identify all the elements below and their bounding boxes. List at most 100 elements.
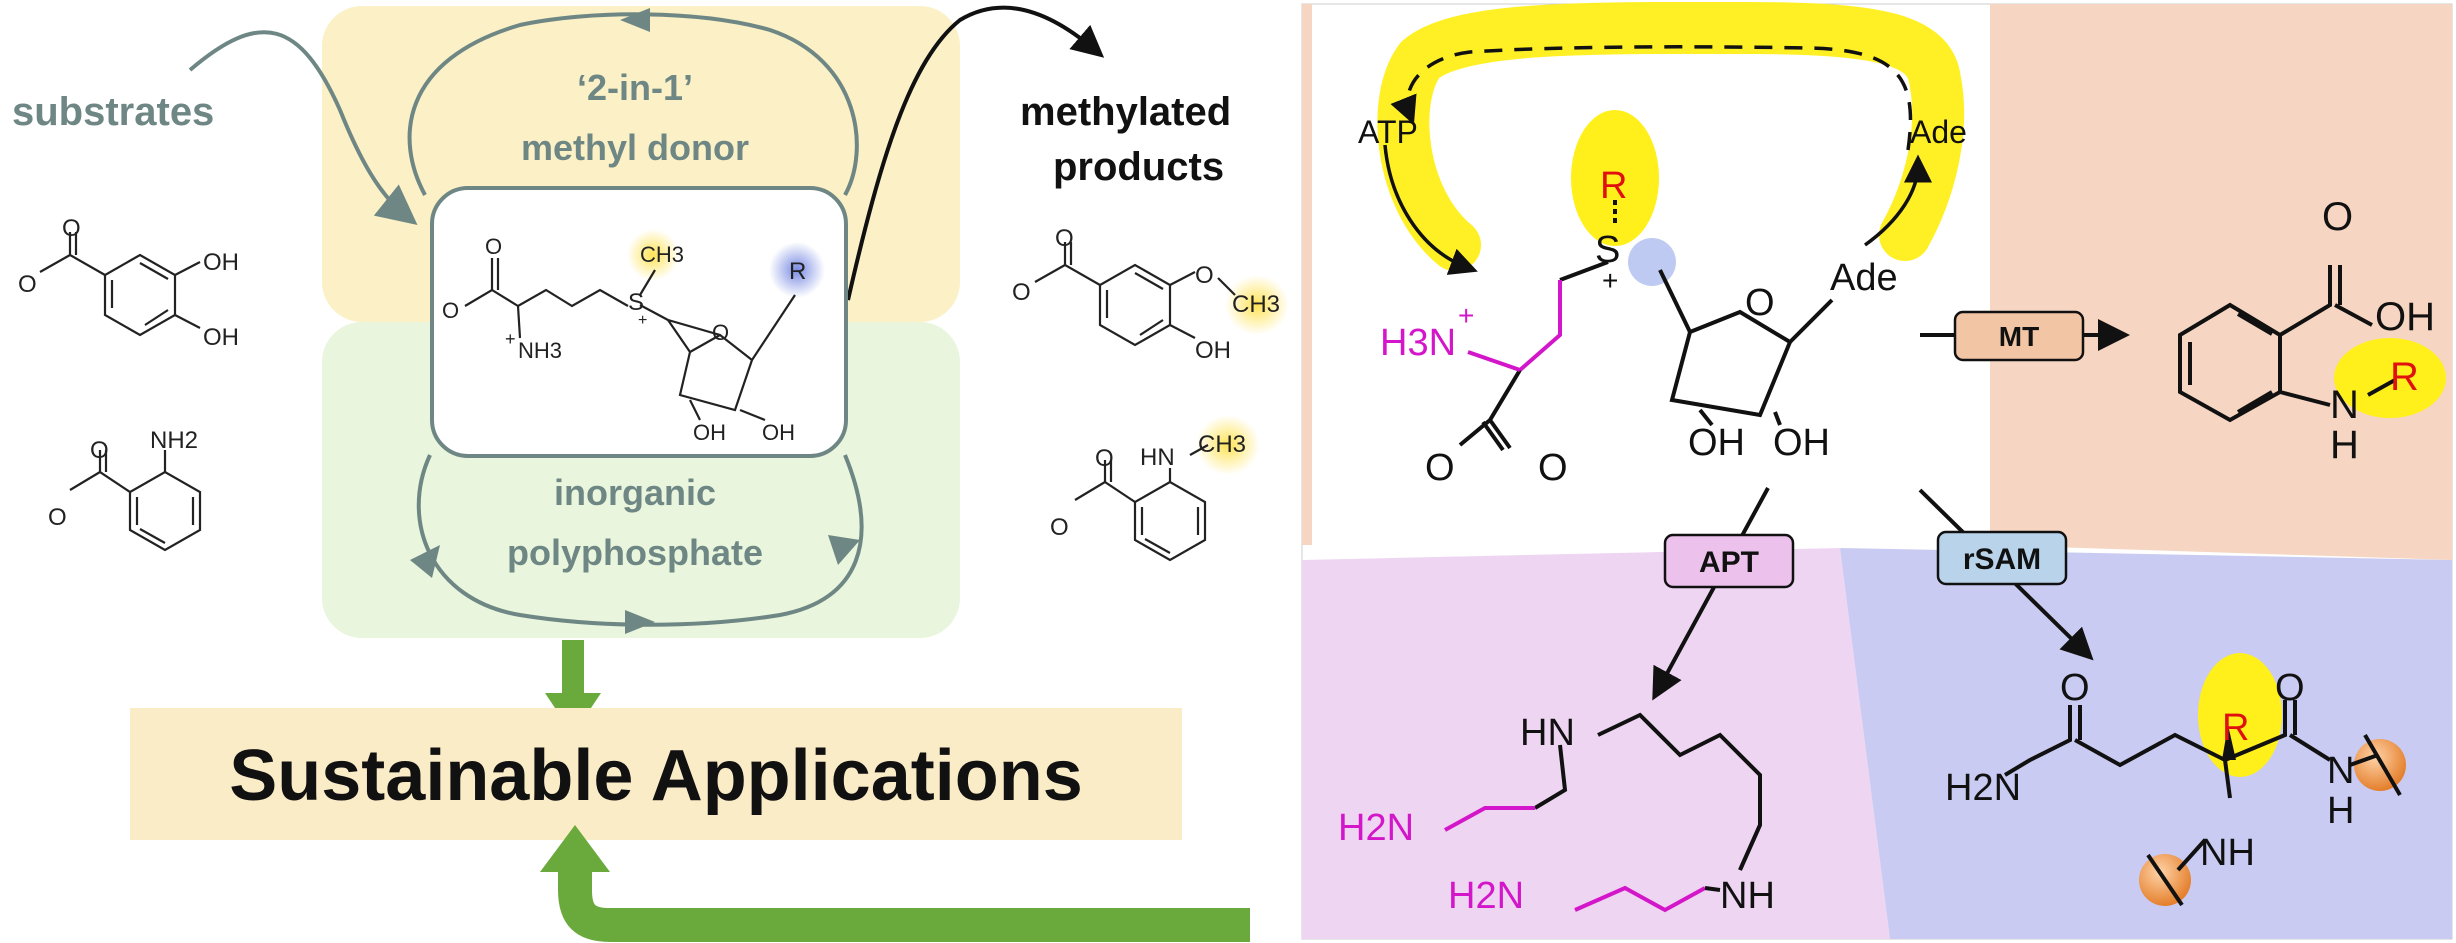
s-ch2-blue-highlight <box>1628 238 1676 286</box>
apt-arrow-line <box>1652 487 1770 701</box>
sam-ch3: CH3 <box>640 242 684 267</box>
sam-nh3: NH3 <box>518 338 562 363</box>
r-highlight <box>769 242 825 298</box>
mt-product-structure: O OH N H R <box>2178 195 2446 467</box>
p2-ch3: CH3 <box>1198 431 1246 458</box>
donor-label-line1: ‘2-in-1’ <box>577 67 693 108</box>
apt-hn: HN <box>1520 712 1575 754</box>
product-outflow-arrow <box>846 5 1105 301</box>
right-panel: ATP Ade R S + H3N + O O O Ade <box>1301 1 2453 940</box>
s2-o: O <box>48 504 67 531</box>
rsam-o-left: O <box>2060 667 2090 709</box>
apt-product-structure: HN H2N H2N NH <box>1338 712 1775 917</box>
s1-o-minus: O <box>62 215 81 242</box>
sam-structure: O O + NH3 S + CH3 O R OH OH <box>442 229 825 445</box>
rsam-h: H <box>2327 790 2354 832</box>
mt-r: R <box>2390 355 2419 399</box>
r-top-highlight <box>1571 110 1659 246</box>
polyphosphate-cycle-arrowhead-bottom <box>625 610 655 634</box>
p2-o-minus: O <box>1095 445 1114 472</box>
rsam-label: rSAM <box>1963 543 2041 576</box>
substrate-protocatechuate: O O OH OH <box>18 215 239 351</box>
p1-o: O <box>1012 279 1031 306</box>
sam-magenta-bonds <box>1467 280 1562 372</box>
p2-hn: HN <box>1140 444 1175 471</box>
mt-box <box>1953 310 2085 362</box>
r-top-label: R <box>1600 165 1627 207</box>
ade-release-arrow <box>1863 154 1932 247</box>
green-down-arrow-shaft <box>562 640 584 695</box>
atp-recycle-dashed-arrow <box>1390 45 1913 151</box>
green-up-arrow-head <box>540 825 610 872</box>
p2-ch3-highlight <box>1196 415 1260 475</box>
methyl-donor-cycle-arrowhead <box>620 8 650 32</box>
apt-label: APT <box>1699 546 1759 579</box>
ade-top-label: Ade <box>1910 114 1967 150</box>
apt-box <box>1663 533 1795 589</box>
product-vanillate: O O O CH3 OH <box>1012 225 1289 364</box>
s-atom-label: S <box>1595 229 1620 271</box>
h3n-plus-label: + <box>1458 300 1474 331</box>
p1-o-methyl: O <box>1195 262 1214 289</box>
atp-to-sam-arrow <box>1383 144 1478 275</box>
s-plus-label: + <box>1602 265 1618 296</box>
peach-left-strip <box>1302 4 1312 545</box>
p2-o: O <box>1050 514 1069 541</box>
product-n-methylanthranilate: O O HN CH3 <box>1050 415 1260 562</box>
carboxylate-o-minus: O <box>1425 447 1455 489</box>
mt-n: N <box>2330 383 2359 427</box>
sam-ring-o: O <box>712 320 729 345</box>
rsam-box <box>1936 530 2068 586</box>
carboxylate-o: O <box>1538 447 1568 489</box>
rsam-o-right: O <box>2275 667 2305 709</box>
p1-ch3: CH3 <box>1232 291 1280 318</box>
h3n-label: H3N <box>1380 322 1456 364</box>
mt-oh: OH <box>2375 295 2435 339</box>
rsam-n: N <box>2327 750 2354 792</box>
mt-r-highlight <box>2334 338 2446 418</box>
products-label-line1: methylated <box>1020 90 1231 134</box>
atp-label: ATP <box>1358 114 1418 150</box>
sam-plus-nh3: + <box>505 329 516 349</box>
green-up-return-arrow <box>558 868 1250 942</box>
rsam-h2n: H2N <box>1945 767 2021 809</box>
rsam-nh: NH <box>2200 832 2255 874</box>
substrates-label: substrates <box>12 90 214 134</box>
products-label-line2: products <box>1053 145 1224 189</box>
polyphosphate-cycle-arrowhead-right <box>828 535 860 565</box>
lavender-zone <box>1302 548 1890 939</box>
s2-nh2: NH2 <box>150 427 198 454</box>
ch3-highlight <box>627 229 679 281</box>
left-panel: ‘2-in-1’ methyl donor inorganic polyphos… <box>12 5 1289 942</box>
rsam-r: R <box>2222 707 2249 749</box>
oh-left-label: OH <box>1688 422 1745 464</box>
periwinkle-zone <box>1840 548 2452 939</box>
sam-s-plus: + <box>638 312 647 329</box>
sam-s: S <box>628 289 644 316</box>
sam-r: R <box>789 258 806 285</box>
sam-o-minus: O <box>442 298 459 323</box>
sam-bonds-right <box>1458 200 1834 452</box>
ade-ring-label: Ade <box>1830 257 1898 299</box>
s1-o: O <box>18 271 37 298</box>
oh-right-label: OH <box>1773 422 1830 464</box>
apt-h2n-a: H2N <box>1338 807 1414 849</box>
s2-o-minus: O <box>90 437 109 464</box>
sam-oh-a: OH <box>693 420 726 445</box>
sustainable-applications-box <box>130 708 1182 840</box>
mt-h: H <box>2330 423 2359 467</box>
apt-nh: NH <box>1720 875 1775 917</box>
p1-oh: OH <box>1195 337 1231 364</box>
s1-oh-bottom: OH <box>203 324 239 351</box>
mt-o: O <box>2322 195 2353 239</box>
p1-ch3-highlight <box>1225 275 1289 335</box>
s1-oh-top: OH <box>203 249 239 276</box>
p1-o-minus: O <box>1055 225 1074 252</box>
polyphosphate-cycle-arrowhead-left <box>410 545 440 578</box>
substrate-anthranilate: O O NH2 <box>48 427 202 552</box>
sam-oh-b: OH <box>762 420 795 445</box>
rsam-ball-right <box>2354 739 2406 791</box>
polyphosphate-label-line2: polyphosphate <box>507 532 763 573</box>
rsam-product-structure: O O H2N R NH N H <box>1945 653 2406 907</box>
